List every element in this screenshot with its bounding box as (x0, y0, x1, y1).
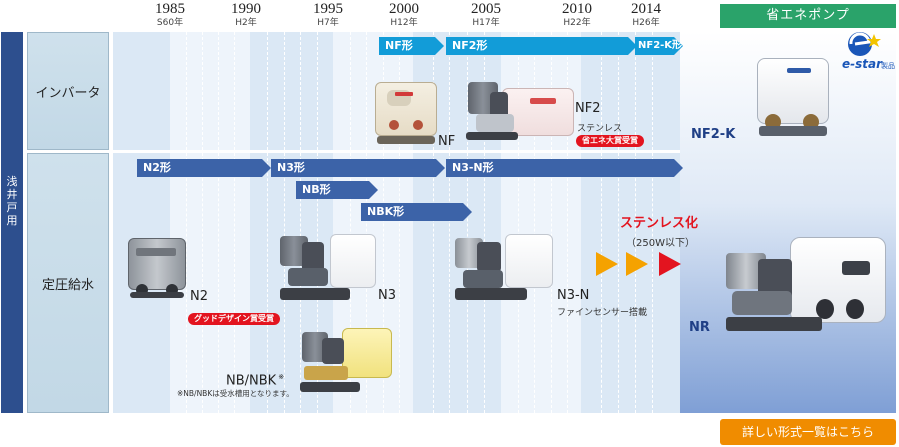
nbnbk-footnote-mark: ※ (278, 373, 285, 381)
category-shallow-well-label: 浅井戸用 (6, 175, 18, 227)
e-star-logo-text: e-star (842, 57, 883, 71)
product-nf2-sub: ステンレス (577, 124, 623, 134)
row-label-constant-text: 定圧給水 (41, 277, 94, 293)
eco-pump-header: 省エネポンプ (720, 4, 896, 28)
product-nr-name: NR (689, 320, 710, 335)
row-label-inverter: インバータ (27, 32, 109, 150)
category-shallow-well: 浅井戸用 (1, 32, 23, 413)
nf2-pump-image (460, 80, 575, 142)
nbnbk-note: ※NB/NBKは受水槽用となります。 (177, 389, 294, 398)
n2-award-badge: グッドデザイン賞受賞 (188, 313, 280, 325)
product-nf2k-name: NF2-K (691, 127, 736, 142)
arrow-triangle-1 (596, 252, 618, 276)
product-nbnbk-name: NB/NBK※ (226, 373, 284, 388)
n3-pump-image (278, 232, 378, 304)
product-nbnbk-name-text: NB/NBK (226, 373, 277, 389)
stainless-sub: （250W以下） (626, 238, 695, 249)
arrow-nb: NB形 (296, 181, 378, 199)
e-star-logo-suffix: 製品 (881, 62, 895, 70)
arrow-nbk: NBK形 (361, 203, 472, 221)
arrow-triangle-3 (659, 252, 681, 276)
nf2k-pump-image (757, 58, 829, 138)
arrow-n2: N2形 (137, 159, 271, 177)
arrow-n3: N3形 (271, 159, 445, 177)
product-n2-name: N2 (190, 289, 208, 304)
row-label-inverter-text: インバータ (35, 85, 101, 101)
nr-pump-image (724, 237, 888, 337)
row-separator (109, 150, 681, 153)
details-list-button[interactable]: 詳しい形式一覧はこちら (720, 419, 896, 445)
n3n-pump-image (453, 232, 555, 304)
product-n3n-sub: ファインセンサー搭載 (557, 308, 648, 318)
product-nf2-name: NF2 (575, 101, 601, 116)
product-n3-name: N3 (378, 288, 396, 303)
n2-pump-image (128, 238, 186, 300)
arrow-nf2: NF2形 (446, 37, 637, 55)
timeline-area-constant (113, 153, 680, 413)
product-n3n-name: N3-N (557, 288, 590, 303)
nf2-award-badge: 省エネ大賞受賞 (576, 135, 644, 147)
arrow-n3n: N3-N形 (446, 159, 683, 177)
product-nf-name: NF (438, 134, 456, 149)
e-star-logo: e-star 製品 (842, 30, 896, 74)
nbnbk-pump-image (298, 328, 394, 394)
arrow-triangle-2 (626, 252, 648, 276)
stainless-heading: ステンレス化 (620, 216, 699, 231)
row-label-constant-pressure: 定圧給水 (27, 153, 109, 413)
arrow-nf: NF形 (379, 37, 444, 55)
nf-pump-image (375, 82, 437, 144)
arrow-nf2k: NF2-K形 (635, 37, 683, 55)
